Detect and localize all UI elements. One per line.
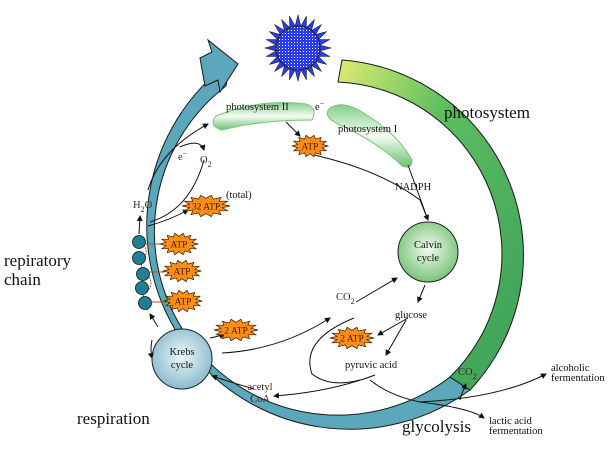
alcoholic-fermentation-1: alcoholic bbox=[551, 363, 590, 374]
photosystem-i: photosystem I bbox=[326, 104, 413, 168]
atp-label: 2 ATP bbox=[224, 327, 248, 337]
region-respiration: respiration bbox=[77, 409, 150, 428]
atp-burst-chain-1: ATP bbox=[158, 232, 200, 256]
electron-label-left: e− bbox=[178, 149, 188, 163]
photosystem-i-label: photosystem I bbox=[338, 124, 398, 135]
chain-bead bbox=[135, 281, 149, 295]
lactic-fermentation-2: fermentation bbox=[489, 426, 543, 437]
calvin-cycle-node: Calvin cycle bbox=[397, 221, 459, 283]
glucose-label: glucose bbox=[395, 310, 427, 321]
chain-bead bbox=[138, 296, 152, 310]
respiration-arrowhead bbox=[199, 38, 239, 94]
co2-mid-label: CO2 bbox=[336, 292, 355, 306]
chain-bead bbox=[132, 251, 146, 265]
photosystem-ii: photosystem II bbox=[212, 102, 315, 131]
atp-label: ATP bbox=[302, 143, 319, 153]
svg-text:cycle: cycle bbox=[417, 253, 439, 264]
atp-burst-photosystem: ATP bbox=[290, 134, 330, 158]
o2-label: O2 bbox=[200, 155, 212, 169]
atp-burst-krebs: 2 ATP bbox=[213, 318, 259, 342]
region-photosystem: photosystem bbox=[444, 103, 530, 122]
region-glycolysis: glycolysis bbox=[402, 417, 471, 436]
co2-right-label: CO2 bbox=[458, 367, 477, 381]
atp-burst-chain-2: ATP bbox=[161, 259, 203, 283]
photosystem-ring bbox=[337, 59, 524, 391]
atp-label: ATP bbox=[175, 298, 192, 308]
h2o-label: H2O bbox=[133, 200, 153, 214]
acetyl-coa-label-2: CoA bbox=[250, 394, 270, 405]
krebs-cycle-node: Krebs cycle bbox=[151, 328, 213, 390]
atp-burst-chain-3: ATP bbox=[162, 289, 204, 313]
photosystem-ii-label: photosystem II bbox=[226, 102, 289, 113]
atp-label: 2 ATP bbox=[340, 335, 364, 345]
electron-transport-chain bbox=[132, 235, 166, 311]
region-repiratory-2: chain bbox=[4, 270, 41, 289]
chain-bead bbox=[132, 235, 146, 249]
sun-icon bbox=[263, 13, 333, 83]
svg-text:Calvin: Calvin bbox=[414, 240, 443, 251]
atp-burst-glycolysis: 2 ATP bbox=[329, 326, 375, 350]
atp-label: 32 ATP bbox=[192, 203, 220, 213]
lactic-fermentation-1: lactic acid bbox=[489, 416, 533, 427]
atp-burst-total: 32 ATP bbox=[181, 194, 231, 218]
total-label: (total) bbox=[226, 190, 252, 201]
chain-bead bbox=[136, 267, 150, 281]
alcoholic-fermentation-2: fermentation bbox=[551, 373, 605, 384]
region-repiratory-1: repiratory bbox=[4, 251, 72, 270]
atp-label: ATP bbox=[174, 268, 191, 278]
pyruvic-acid-label: pyruvic acid bbox=[345, 360, 398, 371]
atp-label: ATP bbox=[171, 241, 188, 251]
svg-text:Krebs: Krebs bbox=[169, 347, 194, 358]
nadph-label: NADPH bbox=[395, 182, 432, 193]
acetyl-coa-label-1: acetyl bbox=[247, 382, 272, 393]
svg-text:cycle: cycle bbox=[171, 360, 193, 371]
connector-arrows bbox=[136, 121, 547, 419]
electron-label-top: e− bbox=[315, 99, 325, 113]
